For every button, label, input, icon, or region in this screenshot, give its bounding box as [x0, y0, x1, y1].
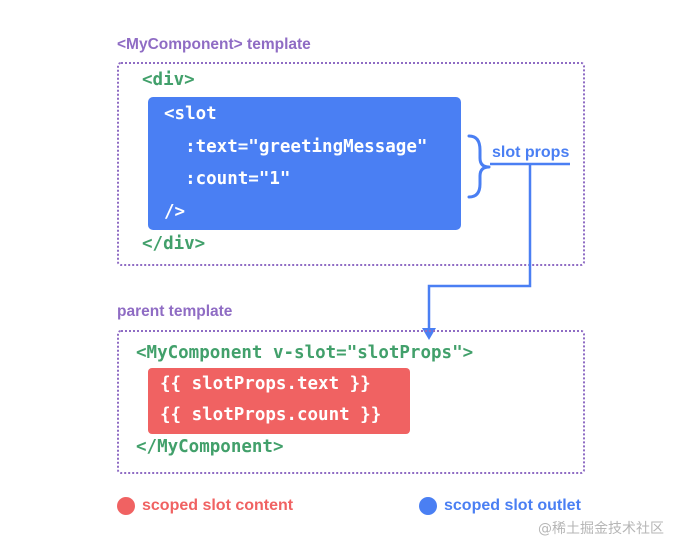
blue-dot-icon	[419, 497, 437, 515]
curly-brace-icon	[467, 134, 491, 199]
legend-scoped-slot-content: scoped slot content	[142, 497, 294, 514]
slot-open-line: <slot	[164, 104, 217, 124]
parent-template-title: parent template	[117, 303, 233, 320]
slot-outlet-block	[148, 97, 461, 230]
slot-content-text-line: {{ slotProps.text }}	[160, 374, 371, 394]
watermark: @稀土掘金技术社区	[538, 521, 664, 537]
mycomponent-open-tag: <MyComponent v-slot="slotProps">	[136, 343, 474, 363]
slot-content-count-line: {{ slotProps.count }}	[160, 405, 382, 425]
slot-text-prop-line: :text="greetingMessage"	[164, 137, 428, 157]
slot-props-label: slot props	[492, 144, 570, 161]
div-close-tag: </div>	[142, 234, 206, 254]
mycomponent-close-tag: </MyComponent>	[136, 437, 284, 457]
slot-count-prop-line: :count="1"	[164, 169, 291, 189]
component-template-box	[117, 62, 585, 266]
slot-content-block	[148, 368, 410, 434]
red-dot-icon	[117, 497, 135, 515]
slot-close-line: />	[164, 202, 186, 222]
slot-props-arrow-line	[427, 164, 532, 330]
component-template-title: <MyComponent> template	[117, 36, 311, 53]
div-open-tag: <div>	[142, 70, 195, 90]
legend-scoped-slot-outlet: scoped slot outlet	[444, 497, 581, 514]
parent-template-box	[117, 330, 585, 474]
